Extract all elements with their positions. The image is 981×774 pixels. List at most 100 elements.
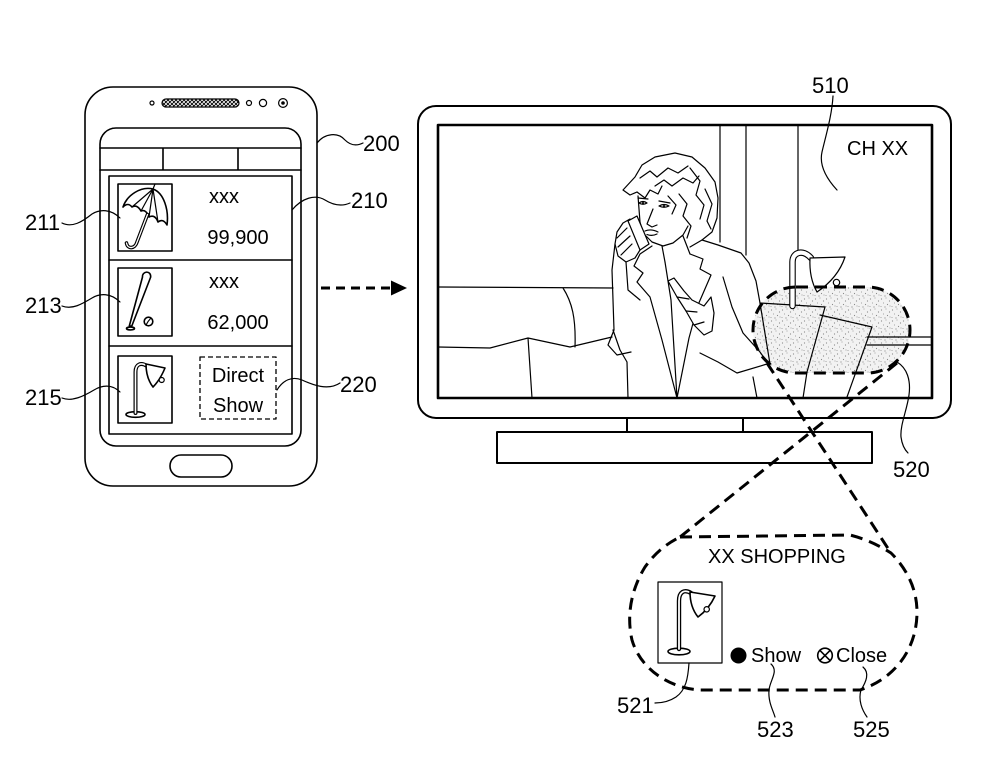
camera-lens-ring: [278, 97, 289, 108]
phone-screen: [99, 127, 302, 447]
display-device: CH XX: [417, 105, 952, 464]
window-mullions: [719, 125, 799, 256]
ref-label-211: 211: [25, 210, 60, 235]
baseball-bat-and-ball-icon: [125, 271, 154, 331]
sofa: [438, 286, 614, 398]
ref-label-213: 213: [25, 293, 62, 318]
show-button-label: Show: [751, 645, 802, 667]
baseball-bat-knob: [125, 326, 136, 331]
product-price: 99,900: [207, 227, 268, 249]
leader-line-520: [896, 361, 911, 454]
neck: [661, 235, 691, 263]
umbrella-icon: [122, 183, 169, 250]
tv-screen: CH XX: [436, 123, 934, 400]
tab-2[interactable]: [164, 149, 237, 169]
highlight-region-outline: [751, 285, 912, 375]
baseball-bat: [128, 271, 152, 327]
leader-line-525: [859, 666, 868, 718]
baseball-stitch: [145, 317, 152, 326]
product-thumbnail: [117, 267, 173, 337]
window-sill: [866, 336, 932, 346]
leader-line-523: [768, 663, 776, 718]
ref-label-215: 215: [25, 385, 62, 410]
popup-dashed-outline: [628, 533, 919, 692]
phone-body: [84, 86, 318, 487]
lamp-stem-outline: [676, 589, 694, 652]
show-button[interactable]: Show: [728, 643, 806, 667]
tab-2-hit-area[interactable]: [164, 149, 237, 169]
product-name: xxx: [209, 186, 239, 208]
phone-top-bar: [149, 97, 289, 108]
tab-3[interactable]: [239, 149, 300, 169]
popup-product-frame: [657, 581, 723, 664]
direct-show-label-line-2: Show: [213, 395, 264, 417]
desk-lamp-shade: [809, 256, 846, 293]
ref-label-523: 523: [757, 717, 794, 742]
home-button[interactable]: [169, 454, 233, 478]
circled-x-ring: [816, 647, 834, 664]
list-item[interactable]: xxx 99,900: [110, 177, 291, 259]
lamp-stem-inner: [678, 590, 692, 650]
mobile-terminal: xxx 99,900 xxx 62,000: [84, 86, 318, 487]
mobile-phone-in-hand: [627, 215, 650, 251]
ref-label-220: 220: [340, 372, 377, 397]
tab-bar: [99, 147, 302, 171]
ref-label-510: 510: [812, 73, 849, 98]
tv-screen-frame: [436, 123, 934, 400]
popup-product-thumbnail: [657, 581, 723, 664]
channel-label: CH XX: [847, 138, 908, 160]
product-thumbnail: [117, 183, 173, 252]
desk-lamp: [789, 249, 846, 310]
leader-line-200: [316, 134, 364, 146]
jacket-lapels: [633, 245, 712, 398]
direct-show-label-line-1: Direct: [212, 365, 265, 387]
close-button-label: Close: [836, 645, 887, 667]
desk-lamp-icon: [125, 362, 166, 419]
tab-1-hit-area[interactable]: [101, 149, 162, 169]
hair-strands: [636, 165, 713, 239]
tab-1[interactable]: [101, 149, 162, 169]
desk-lamp-bulb: [832, 278, 841, 287]
desk-lamp-icon: [667, 589, 716, 656]
front-camera-icon: [278, 97, 289, 108]
leader-line-215: [61, 385, 121, 400]
light-sensor-icon: [245, 99, 253, 107]
tv-stand-neck: [626, 417, 744, 433]
highlight-region-fill: [753, 287, 910, 373]
right-pupil: [663, 205, 665, 207]
eyebrows: [637, 197, 671, 204]
lamp-shade: [145, 363, 166, 388]
hand-on-chest-fingers: [676, 296, 705, 326]
product-list: xxx 99,900 xxx 62,000: [108, 175, 293, 435]
callout-line-right: [679, 361, 898, 539]
direct-show-button-frame[interactable]: [199, 356, 277, 420]
arm: [607, 243, 641, 398]
tv-stand-base: [496, 431, 873, 464]
tv-bezel: [417, 105, 952, 419]
ref-label-200: 200: [363, 131, 400, 156]
dashed-arrow-right-icon: [321, 280, 407, 296]
direct-show-button[interactable]: Direct Show: [199, 356, 277, 420]
woman-on-phone: [607, 152, 768, 398]
list-item[interactable]: Direct Show: [110, 347, 291, 433]
lamp-bulb: [158, 376, 165, 384]
leader-line-510: [820, 95, 838, 191]
product-list-frame: [108, 175, 293, 435]
nose: [646, 208, 658, 228]
leader-line-211: [61, 210, 121, 226]
lamp-shade: [689, 591, 716, 618]
phone-reference-labels: 200 210 211 213 215 220: [25, 131, 400, 410]
hand-on-chest: [667, 277, 715, 336]
shopping-popup: XX SHOPPING Show Close: [628, 533, 919, 692]
window-frame: [719, 125, 932, 346]
tab-3-hit-area[interactable]: [239, 149, 300, 169]
product-name: xxx: [209, 271, 239, 293]
list-item[interactable]: xxx 62,000: [110, 261, 291, 345]
ref-label-525: 525: [853, 717, 890, 742]
speaker-grille-icon: [161, 98, 240, 108]
umbrella-ribs: [131, 183, 159, 223]
ref-label-521: 521: [617, 693, 654, 718]
proximity-sensor-icon: [149, 100, 155, 106]
close-button[interactable]: Close: [815, 643, 891, 667]
